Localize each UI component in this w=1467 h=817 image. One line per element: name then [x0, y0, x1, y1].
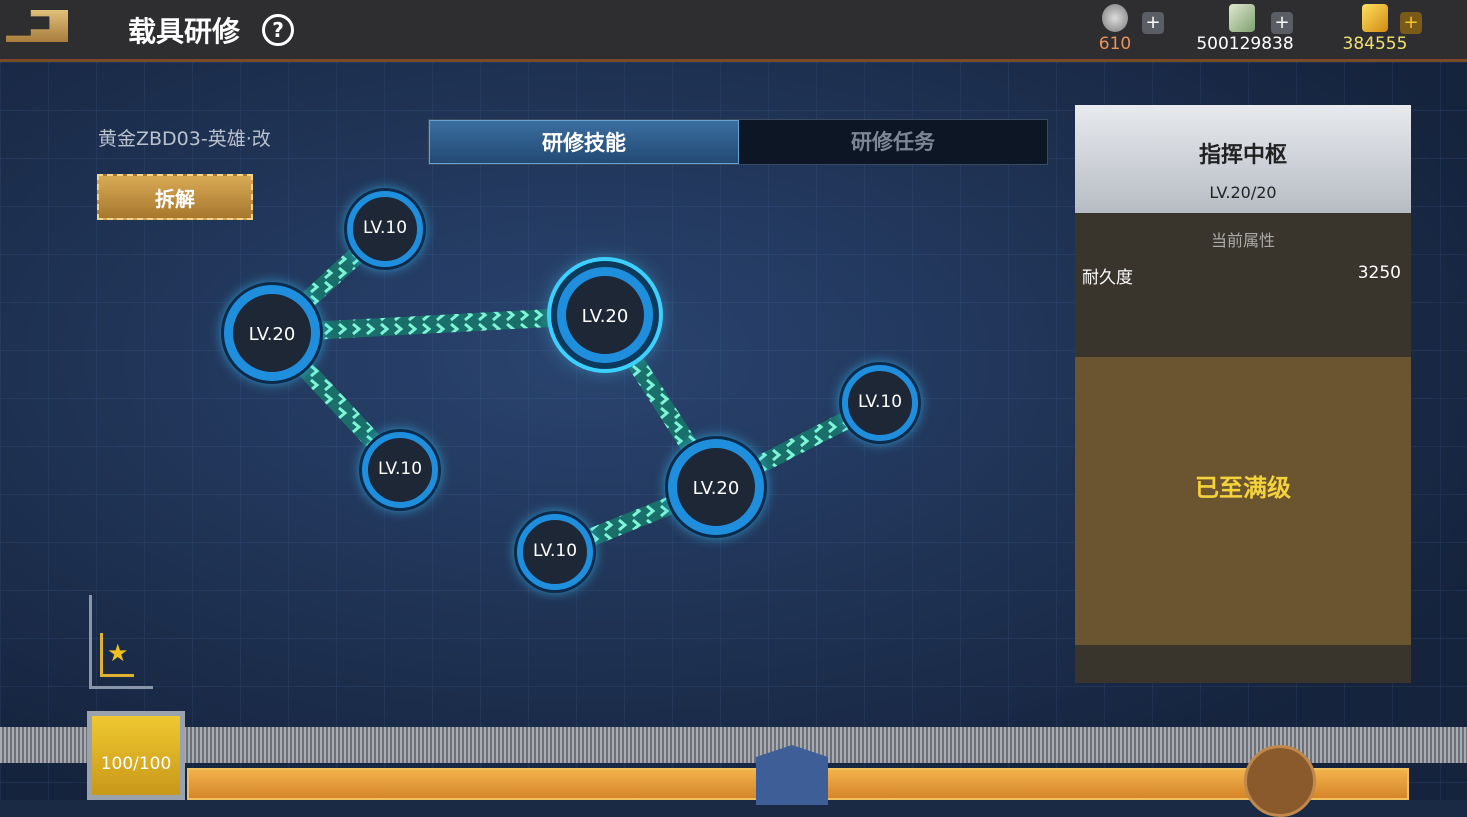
tab-tasks[interactable]: 研修任务 — [851, 130, 935, 154]
add-cash-button[interactable]: + — [1271, 12, 1293, 34]
add-gold-button[interactable]: + — [1400, 12, 1422, 34]
cash-icon — [1229, 4, 1255, 32]
skill-node[interactable]: LV.10 — [362, 432, 438, 508]
tab-skills[interactable]: 研修技能 — [429, 120, 739, 164]
attributes-header: 当前属性 — [1210, 231, 1275, 250]
skill-level: LV.20/20 — [1209, 183, 1277, 202]
skill-node[interactable]: LV.20 — [668, 439, 764, 535]
cash-count: 500129838 — [1196, 34, 1294, 54]
skill-node[interactable]: LV.10 — [517, 514, 593, 590]
link — [271, 306, 606, 342]
attribute-row: 耐久度 3250 — [1075, 263, 1411, 288]
progress-card[interactable]: 100/100 — [87, 711, 185, 800]
rank-badge-icon[interactable] — [756, 745, 828, 805]
dismantle-button[interactable]: 拆解 — [97, 174, 253, 220]
vehicle-name: 黄金ZBD03-英雄·改 — [98, 128, 271, 150]
currency-gold: 384555 + — [1340, 4, 1422, 54]
add-medal-button[interactable]: + — [1142, 12, 1164, 34]
attribute-name: 耐久度 — [1082, 268, 1133, 288]
bottom-rail — [0, 727, 1467, 763]
skill-node-selected[interactable]: LV.20 — [557, 267, 653, 363]
medal-count: 610 — [1098, 34, 1132, 54]
currency-cash: 500129838 + — [1195, 4, 1295, 54]
star-icon: ★ — [100, 633, 134, 677]
help-button[interactable]: ? — [262, 14, 294, 46]
medal-icon — [1102, 4, 1128, 32]
progress-text: 100/100 — [92, 716, 180, 795]
gold-icon — [1362, 4, 1388, 32]
currency-medal: 610 + — [1090, 4, 1164, 54]
skill-name: 指挥中枢 — [1198, 143, 1287, 168]
top-bar: 载具研修 ? 610 + 500129838 + 384555 + — [0, 0, 1467, 62]
panel-header: 指挥中枢 LV.20/20 — [1075, 105, 1411, 213]
skill-detail-panel: 指挥中枢 LV.20/20 当前属性 耐久度 3250 已至满级 — [1075, 105, 1411, 683]
max-level-status: 已至满级 — [1075, 357, 1411, 645]
emblem-icon[interactable] — [1244, 745, 1316, 817]
skill-node[interactable]: LV.10 — [842, 365, 918, 441]
skill-node[interactable]: LV.20 — [224, 285, 320, 381]
skill-node[interactable]: LV.10 — [347, 191, 423, 267]
attribute-value: 3250 — [1357, 263, 1401, 283]
gold-count: 384555 — [1342, 34, 1408, 54]
rank-indicator[interactable]: ★ — [89, 595, 153, 689]
tab-bar: 研修技能 研修任务 — [428, 119, 1048, 165]
page-title: 载具研修 — [128, 15, 241, 48]
